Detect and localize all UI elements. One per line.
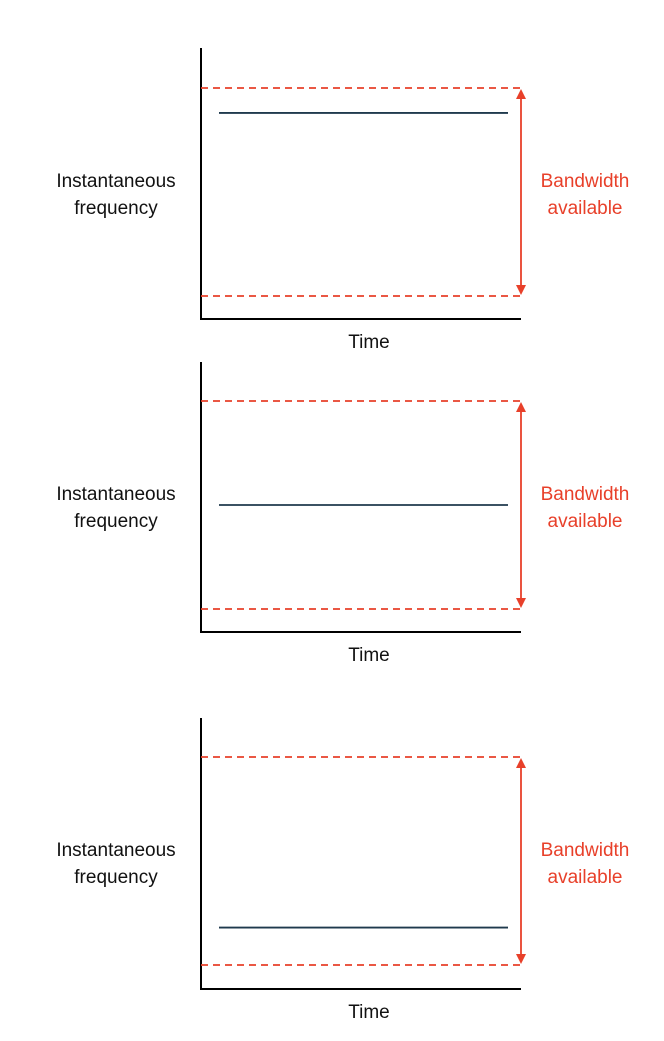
y-axis-label-line: frequency [74,511,158,532]
bandwidth-label-line: Bandwidth [541,484,630,505]
y-axis-label-line: Instantaneous [56,484,175,505]
x-axis-label: Time [348,645,390,666]
bandwidth-label-line: available [548,198,623,219]
y-axis-label-line: frequency [74,867,158,888]
y-axis-label-line: frequency [74,198,158,219]
bandwidth-label-line: available [548,511,623,532]
bandwidth-label-line: available [548,867,623,888]
x-axis-label: Time [348,332,390,353]
bandwidth-label-line: Bandwidth [541,171,630,192]
y-axis-label-line: Instantaneous [56,171,175,192]
bandwidth-label-line: Bandwidth [541,840,630,861]
x-axis-label: Time [348,1002,390,1023]
y-axis-label-line: Instantaneous [56,840,175,861]
